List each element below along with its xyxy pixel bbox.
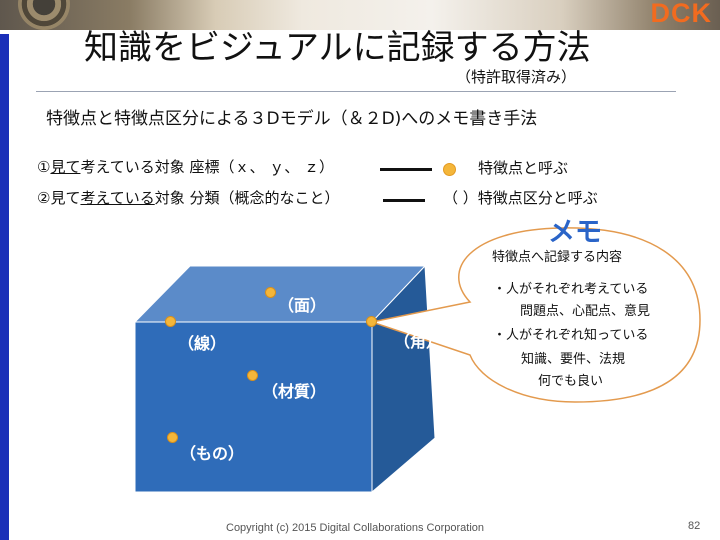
bubble-line-3: ・人がそれぞれ知っている (493, 328, 649, 343)
point-material (247, 370, 258, 381)
speech-bubble (369, 227, 701, 403)
bubble-line-4: 知識、要件、法規 (521, 352, 626, 367)
page-number: 82 (688, 520, 701, 532)
definition-line-2: ②見て考えている対象 分類（概念的なこと） (37, 187, 340, 208)
definition-line-1: ①見て考えている対象 座標（ｘ、 ｙ、 ｚ） (37, 156, 334, 177)
method-description: 特徴点と特徴点区分による３Dモデル（＆２D)へのメモ書き手法 (46, 109, 538, 129)
feature-point-label: 特徴点と呼ぶ (478, 159, 569, 177)
header-banner-image (0, 0, 720, 34)
point-line (165, 316, 176, 327)
cube-front-face (134, 321, 373, 493)
feature-point-legend-dot (443, 163, 456, 176)
bubble-line-2: 問題点、心配点、意見 (520, 304, 651, 319)
line1-prefix: ① (37, 158, 51, 176)
cube-label-object: （もの） (180, 444, 245, 463)
line2-rest: 対象 分類（概念的なこと） (154, 189, 340, 207)
cube-label-face: （面） (278, 296, 327, 315)
point-face (265, 287, 276, 298)
feature-category-label: （ ）特徴点区分と呼ぶ (443, 189, 598, 207)
memo-label: メモ (548, 217, 602, 248)
cube-label-corner: （角） (394, 332, 432, 351)
page-subtitle: （特許取得済み） (456, 68, 577, 86)
line2-arrow (383, 199, 425, 202)
cube-label-line: （線） (178, 334, 227, 353)
page-title: 知識をビジュアルに記録する方法 (84, 28, 591, 68)
line1-rest: 考えている対象 座標（ｘ、 ｙ、 ｚ） (80, 158, 335, 176)
bubble-heading: 特徴点へ記録する内容 (492, 250, 623, 265)
company-logo: DCK (650, 0, 712, 28)
title-divider (36, 91, 676, 92)
cube-label-material: （材質） (262, 382, 327, 401)
point-object (167, 432, 178, 443)
bubble-line-5: 何でも良い (538, 374, 604, 389)
line1-underlined: 見て (50, 158, 81, 176)
line1-arrow (380, 168, 432, 171)
point-corner (366, 316, 377, 327)
copyright-footer: Copyright (c) 2015 Digital Collaboration… (226, 522, 485, 534)
line2-prefix: ②見て (37, 189, 81, 207)
bubble-line-1: ・人がそれぞれ考えている (493, 282, 649, 297)
line2-underlined: 考えている (80, 189, 155, 207)
left-accent-bar (0, 0, 9, 540)
